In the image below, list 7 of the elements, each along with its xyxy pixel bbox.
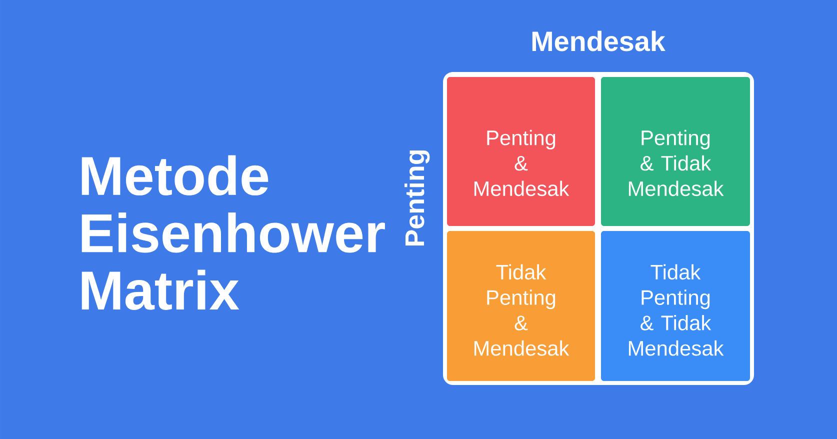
quadrant-box: Penting & Tidak Mendesak <box>601 77 750 226</box>
quadrant-box: Tidak Penting & Mendesak <box>447 231 595 381</box>
quadrant-box: Tidak Penting & Tidak Mendesak <box>601 231 750 381</box>
quadrant-box: Penting & Mendesak <box>447 77 595 226</box>
title: Metode Eisenhower Matrix <box>82 155 385 310</box>
axis-label: Mendesak <box>532 30 666 52</box>
axis-label: Penting <box>404 150 430 246</box>
